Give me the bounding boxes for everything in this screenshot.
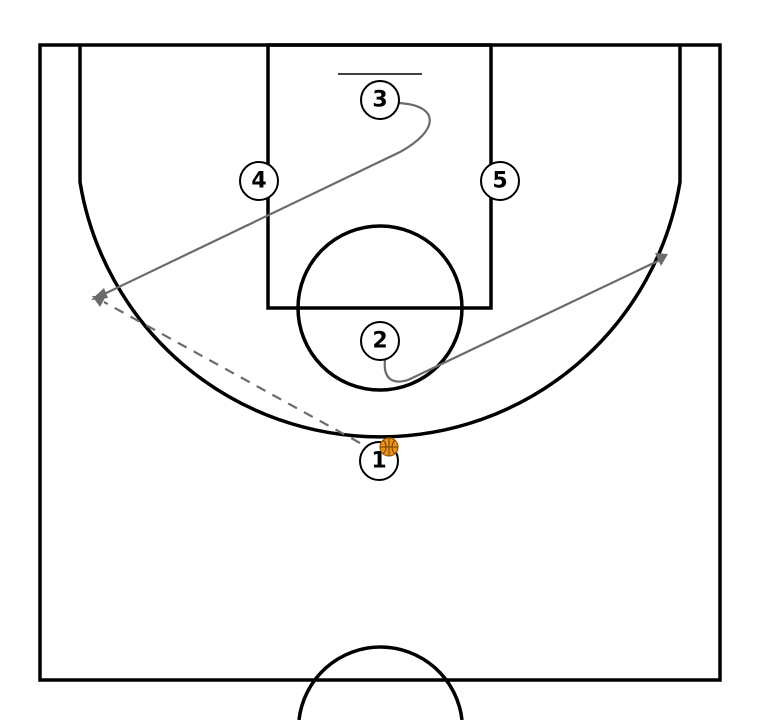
center-circle (297, 645, 464, 720)
arrowhead-icon (92, 296, 106, 307)
player-2: 2 (360, 321, 400, 361)
court-boundary (38, 43, 722, 682)
arrowhead-icon (655, 253, 668, 266)
player-5: 5 (480, 161, 520, 201)
player-4-label: 4 (251, 169, 266, 194)
player-2-label: 2 (372, 329, 387, 354)
player-5-label: 5 (492, 169, 507, 194)
basketball-icon (379, 437, 399, 457)
pass-path-player-1 (103, 301, 361, 444)
free-throw-circle (296, 224, 464, 392)
three-point-line (78, 45, 682, 439)
cut-path-player-2 (383, 259, 661, 383)
player-3: 3 (360, 80, 400, 120)
player-3-label: 3 (372, 88, 387, 113)
player-4: 4 (239, 161, 279, 201)
player-1: 1 (359, 441, 399, 481)
player-1-label: 1 (371, 449, 386, 474)
cut-path-player-3 (99, 101, 431, 297)
